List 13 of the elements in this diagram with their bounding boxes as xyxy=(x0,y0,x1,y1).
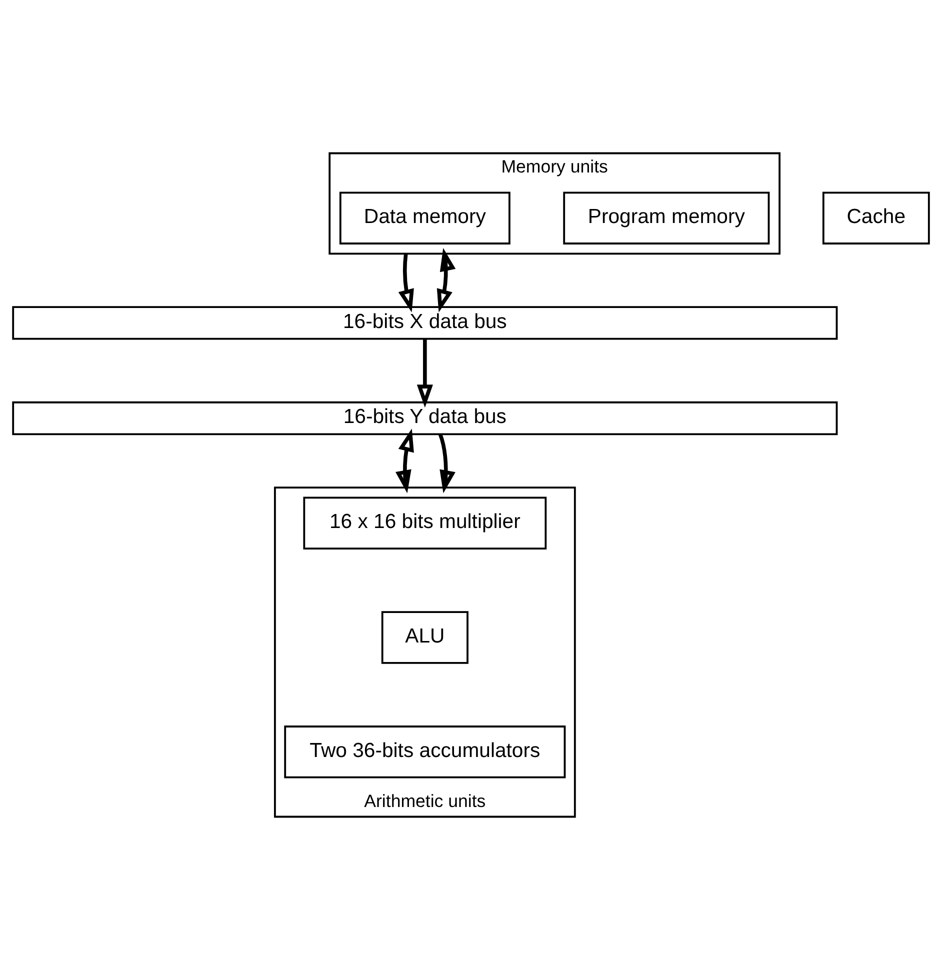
node-box: 16 x 16 bits multiplier xyxy=(303,496,547,549)
node-box: Data memory xyxy=(339,191,510,244)
node-box: ALU xyxy=(381,610,468,664)
node-box: 16-bits Y data bus xyxy=(12,400,838,435)
arrow xyxy=(398,252,414,312)
arrow xyxy=(416,338,433,408)
node-box: Cache xyxy=(822,191,930,244)
node-box: 16-bits X data bus xyxy=(12,306,838,340)
node-box: Two 36-bits accumulators xyxy=(284,725,566,778)
arrow xyxy=(438,433,456,493)
arrow xyxy=(436,248,456,312)
arrow xyxy=(395,428,414,493)
node-box: Program memory xyxy=(563,191,770,244)
